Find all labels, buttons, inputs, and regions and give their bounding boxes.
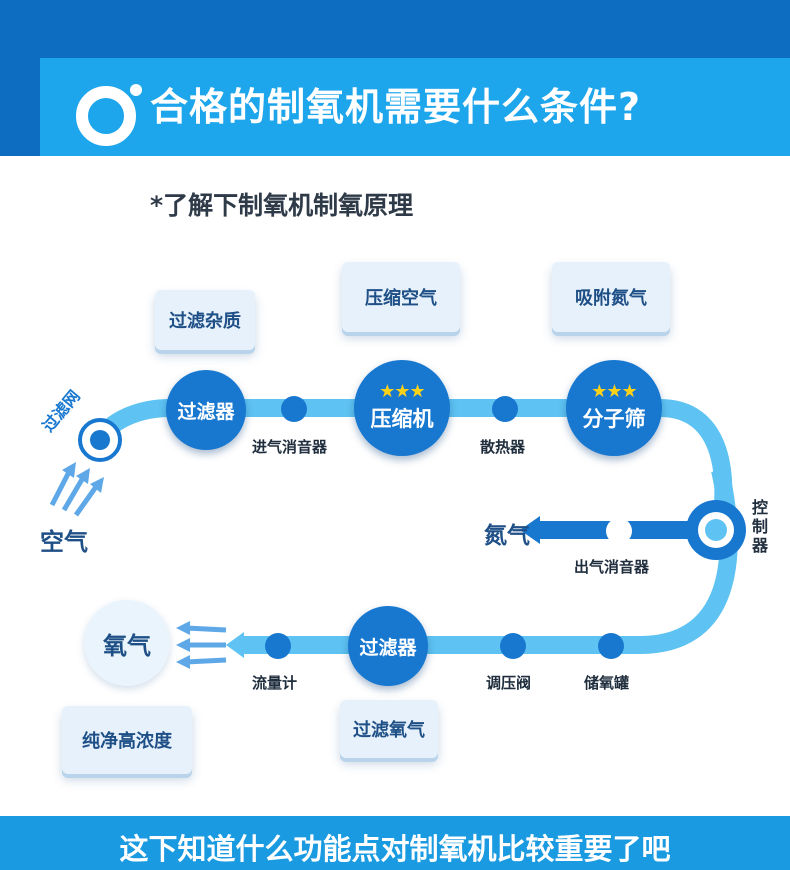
oxygen-arrow-head xyxy=(226,632,244,658)
sieve-node: ★★★ 分子筛 xyxy=(566,360,662,456)
nitrogen-label: 氮气 xyxy=(484,523,530,549)
bubble-adsorb-nitrogen: 吸附氮气 xyxy=(552,262,670,332)
bubble-pure: 纯净高浓度 xyxy=(62,706,192,774)
compressor-label: 压缩机 xyxy=(370,407,434,431)
compressor-node: ★★★ 压缩机 xyxy=(354,360,450,456)
subtitle: *了解下制氧机制氧原理 xyxy=(150,191,414,220)
star-rating-icon: ★★★ xyxy=(379,381,425,402)
bubble-compress-air: 压缩空气 xyxy=(342,262,460,332)
radiator-dot xyxy=(492,396,518,422)
intake-muffler-dot xyxy=(281,396,307,422)
tank-label: 储氧罐 xyxy=(584,674,630,692)
flowmeter-label: 流量计 xyxy=(252,674,298,692)
tank-dot xyxy=(598,633,624,659)
star-rating-icon: ★★★ xyxy=(591,381,637,402)
oxygen-arrows-icon xyxy=(176,621,227,669)
nitrogen-arrow-head xyxy=(520,516,540,544)
valve-label: 调压阀 xyxy=(486,674,532,692)
o-logo-icon xyxy=(76,84,142,146)
footer-text: 这下知道什么功能点对制氧机比较重要了吧 xyxy=(119,832,671,866)
bubble-filter-impurities: 过滤杂质 xyxy=(155,290,255,350)
valve-dot xyxy=(500,633,526,659)
outlet-muffler-dot xyxy=(606,518,632,544)
footer-bar xyxy=(0,816,790,870)
bottom-track xyxy=(240,468,738,654)
bubble-filter-oxygen: 过滤氧气 xyxy=(340,700,438,758)
air-arrows-icon xyxy=(49,462,104,517)
filter-node-1: 过滤器 xyxy=(166,370,246,450)
page-title: 合格的制氧机需要什么条件? xyxy=(150,85,642,129)
radiator-label: 散热器 xyxy=(480,438,526,456)
flowmeter-dot xyxy=(265,633,291,659)
header-panel xyxy=(40,58,790,156)
intake-muffler-label: 进气消音器 xyxy=(252,438,328,456)
outlet-muffler-label: 出气消音器 xyxy=(574,558,650,576)
controller-label: 控 制 器 xyxy=(752,498,769,555)
oxygen-output: 氧气 xyxy=(84,600,170,686)
sieve-label: 分子筛 xyxy=(582,407,646,431)
air-label: 空气 xyxy=(40,528,88,556)
filter-node-2: 过滤器 xyxy=(348,606,428,686)
